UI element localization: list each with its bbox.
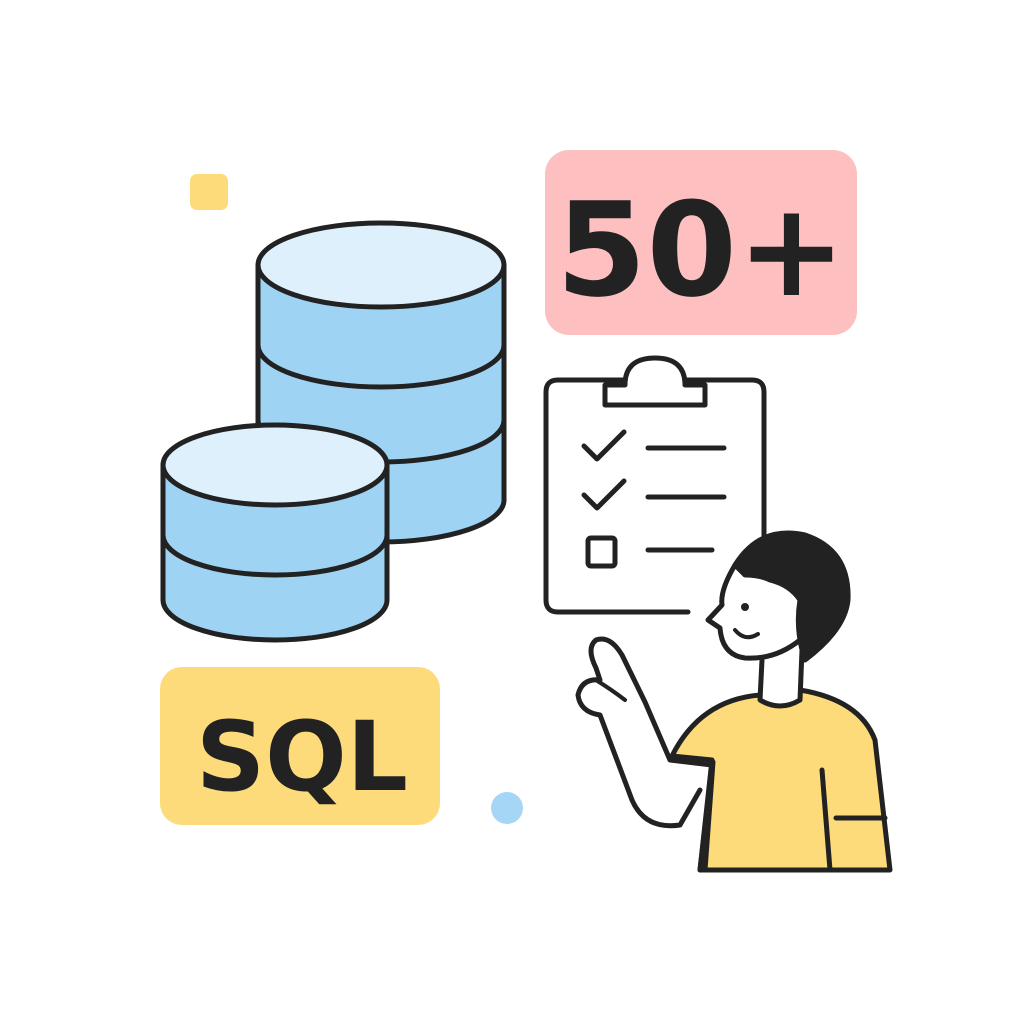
small-database-icon bbox=[160, 422, 390, 643]
checklist-clipboard-icon bbox=[543, 355, 767, 615]
sql-badge bbox=[160, 667, 440, 825]
sql-badge-label: SQL bbox=[196, 701, 408, 813]
person-pointing-illustration bbox=[575, 530, 893, 873]
blue-dot-decoration bbox=[491, 792, 523, 824]
count-badge bbox=[545, 150, 857, 335]
count-badge-label: 50+ bbox=[556, 174, 846, 326]
yellow-square-decoration bbox=[190, 174, 228, 210]
